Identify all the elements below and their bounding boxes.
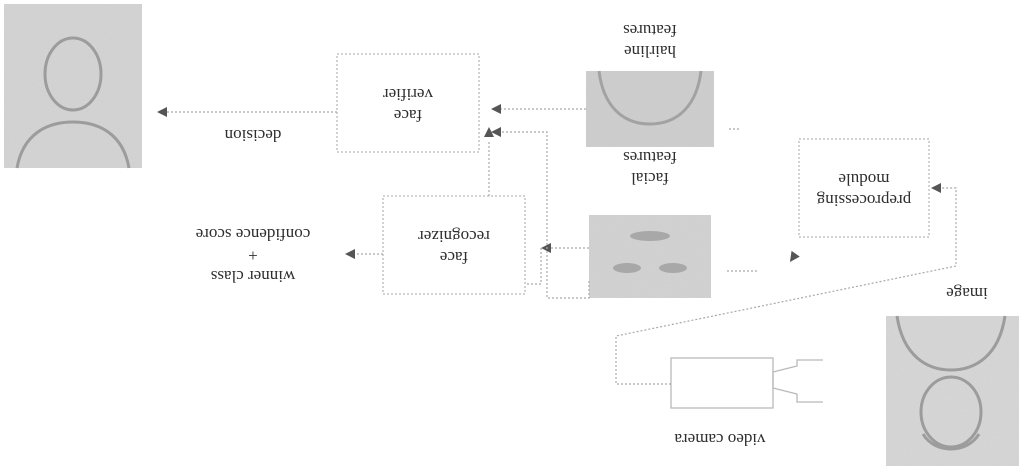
video-camera: video camera — [670, 357, 823, 449]
arrowhead-winner-class — [345, 249, 355, 259]
arrowhead-verifier-from-recognizer — [484, 127, 494, 137]
winner-plus-label: + — [248, 246, 258, 265]
hairline-features-label-line2: features — [623, 21, 677, 40]
preprocessing-module[interactable]: preprocessing module — [798, 138, 930, 238]
decision-image-noise — [4, 4, 142, 168]
face-verifier-label-line2: verifier — [383, 85, 433, 104]
person-photo-icon — [15, 36, 131, 169]
person-photo-icon — [895, 315, 1007, 451]
hairline-features-label-line1: hairline — [624, 42, 676, 61]
decision-label: decision — [224, 126, 281, 145]
face-photo-icon — [597, 70, 703, 126]
image-label: image — [946, 284, 988, 303]
arrowhead-facial-features — [789, 250, 800, 262]
facial-features-noise — [589, 215, 711, 298]
connector-camera-to-preprocessing — [615, 187, 957, 385]
face-recognizer[interactable]: face recognizer — [382, 195, 526, 295]
diagram-rotated-group: image video camera preprocessing module — [4, 4, 1019, 466]
face-recognizer-box — [382, 195, 526, 295]
face-photo-icon — [613, 231, 687, 273]
arrowhead-face-recognizer — [541, 243, 551, 253]
hairline-features-noise — [586, 71, 714, 147]
face-recognizer-label-line1: face — [440, 248, 468, 267]
preprocessing-label-line2: module — [839, 170, 890, 189]
connector-facial-to-verifier — [499, 131, 590, 299]
face-verifier-label-line1: face — [394, 106, 422, 125]
arrowhead-preprocessing — [931, 183, 941, 193]
facial-features-image: facial features — [589, 148, 711, 298]
facial-features-label-line2: features — [623, 148, 677, 167]
hairline-features-image: hairline features — [586, 21, 714, 147]
face-verifier-box — [336, 53, 480, 153]
video-camera-icon — [670, 357, 823, 409]
winner-class-label: winner class — [211, 267, 296, 286]
face-recognizer-label-line2: recognizer — [418, 227, 490, 246]
video-camera-label: video camera — [674, 430, 766, 449]
preprocessing-module-box — [798, 138, 930, 238]
arrowhead-verifier-from-hairline — [491, 104, 501, 114]
winner-class-output: winner class + confidence score — [196, 225, 311, 286]
input-image: image — [886, 284, 1019, 466]
arrowhead-verifier-from-facial — [491, 127, 501, 137]
decision-output: decision — [4, 4, 281, 169]
preprocessing-label-line1: preprocessing — [816, 191, 911, 210]
arrowhead-decision — [157, 107, 167, 117]
facial-features-label-line1: facial — [631, 169, 669, 188]
confidence-score-label: confidence score — [196, 225, 311, 244]
face-verifier[interactable]: face verifier — [336, 53, 480, 153]
